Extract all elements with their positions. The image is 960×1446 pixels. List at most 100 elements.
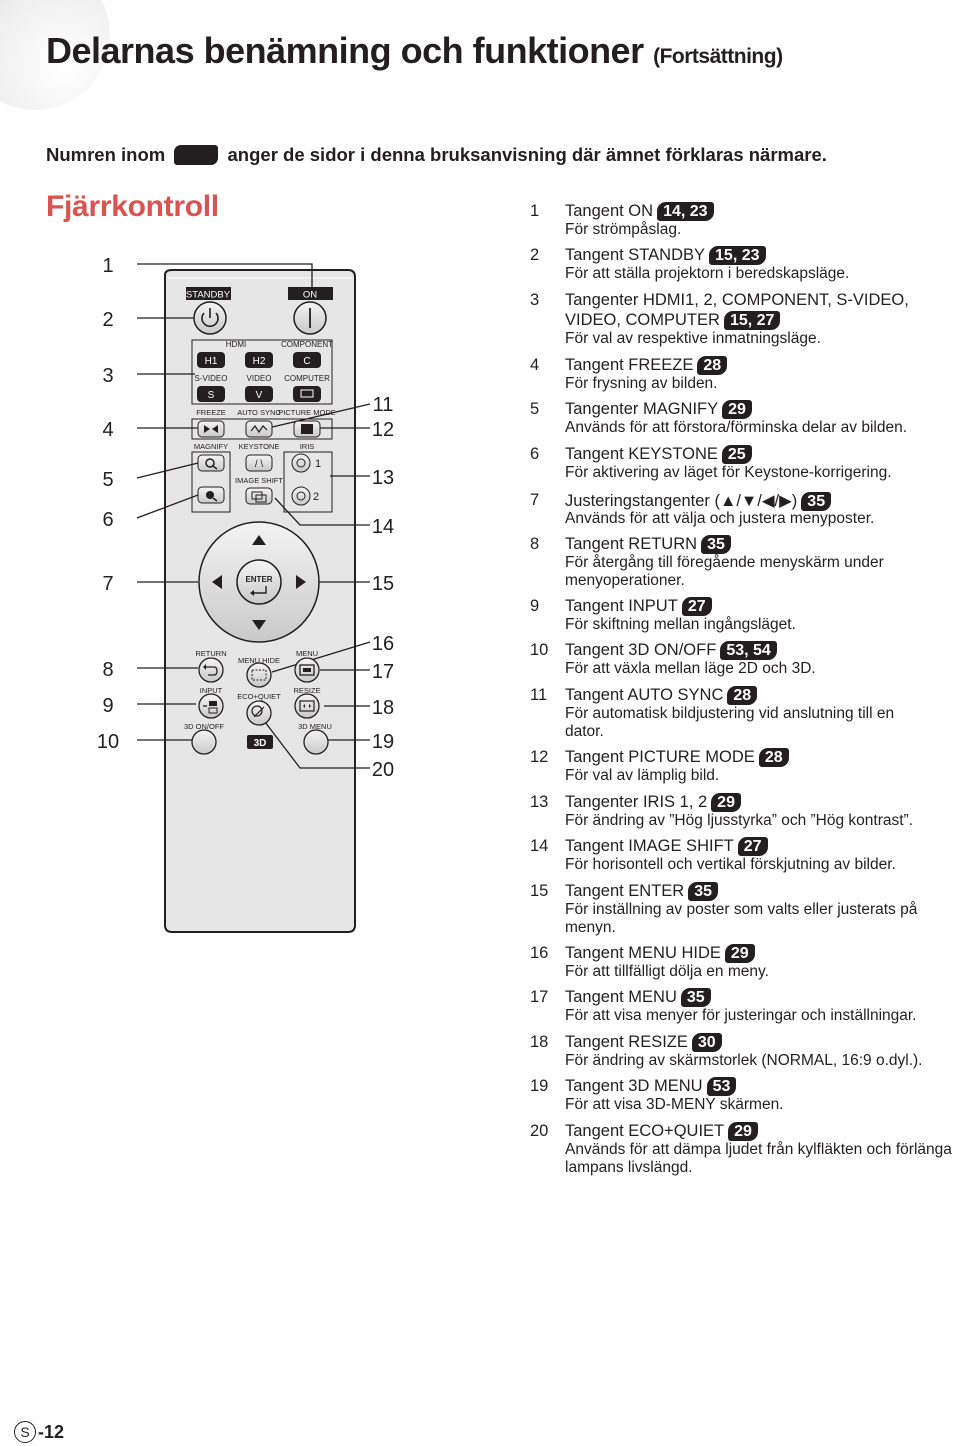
video-button[interactable]: V bbox=[245, 386, 273, 402]
callout-11: 11 bbox=[373, 394, 394, 416]
freeze-button[interactable] bbox=[197, 420, 225, 438]
legend-description: För ändring av skärmstorlek (NORMAL, 16:… bbox=[565, 1052, 923, 1069]
imageshift-button[interactable] bbox=[245, 487, 273, 505]
3dmenu-button[interactable] bbox=[303, 729, 329, 755]
page-ref-badge: 29 bbox=[722, 400, 752, 419]
legend-description: För horisontell och vertikal förskjutnin… bbox=[565, 856, 896, 873]
page-ref-badge: 35 bbox=[680, 988, 711, 1007]
menuhide-label: MENU HIDE bbox=[238, 656, 280, 665]
ecoquiet-button[interactable] bbox=[246, 700, 272, 726]
page-ref-badge: 29 bbox=[711, 793, 741, 812]
menuhide-button[interactable] bbox=[246, 662, 272, 688]
down-arrow-icon[interactable] bbox=[252, 620, 266, 630]
page-ref-badge: 27 bbox=[737, 837, 768, 856]
svg-text:/ \: / \ bbox=[255, 459, 264, 470]
legend-number: 10 bbox=[530, 641, 549, 659]
computer-label: COMPUTER bbox=[284, 374, 330, 383]
legend-description: För frysning av bilden. bbox=[565, 375, 718, 392]
legend-number: 8 bbox=[530, 535, 540, 553]
on-button[interactable] bbox=[293, 301, 327, 335]
page-ref-badge: 28 bbox=[758, 748, 789, 767]
legend-label-text: Tangent INPUT bbox=[565, 597, 678, 615]
language-circle-icon: S bbox=[14, 1421, 36, 1443]
callout-5: 5 bbox=[102, 469, 113, 491]
resize-button[interactable] bbox=[294, 693, 320, 719]
input-button[interactable] bbox=[198, 693, 224, 719]
return-label: RETURN bbox=[195, 649, 226, 658]
svideo-text: S bbox=[208, 390, 215, 401]
legend-label-text: Tangent 3D ON/OFF bbox=[565, 641, 717, 659]
legend-number: 1 bbox=[530, 202, 540, 220]
callout-9: 9 bbox=[102, 695, 113, 717]
hdmi1-button[interactable]: H1 bbox=[197, 352, 225, 368]
legend-description: För strömpåslag. bbox=[565, 221, 682, 238]
legend-description: dator. bbox=[565, 722, 604, 740]
legend-label-text: Tangent MENU bbox=[565, 988, 677, 1006]
legend-label-text: Tangent ENTER bbox=[565, 882, 685, 900]
computer-button[interactable] bbox=[293, 386, 321, 402]
svideo-button[interactable]: S bbox=[197, 386, 225, 402]
menu-button[interactable] bbox=[294, 657, 320, 683]
legend-number: 17 bbox=[530, 988, 549, 1006]
up-arrow-icon[interactable] bbox=[252, 535, 266, 545]
page-ref-badge: 35 bbox=[801, 492, 832, 511]
intro-before: Numren inom bbox=[46, 144, 166, 165]
picturemode-label: PICTURE MODE bbox=[278, 408, 336, 417]
legend-description: För skiftning mellan ingångsläget. bbox=[565, 616, 796, 633]
video-label: VIDEO bbox=[247, 374, 272, 383]
hdmi-label: HDMI bbox=[226, 340, 246, 349]
return-button[interactable] bbox=[198, 657, 224, 683]
callout-15: 15 bbox=[372, 573, 394, 595]
3dmenu-label: 3D MENU bbox=[298, 722, 332, 731]
legend-number: 6 bbox=[530, 445, 540, 463]
ecoquiet-label: ECO+QUIET bbox=[237, 692, 281, 701]
title-subtitle: (Fortsättning) bbox=[653, 45, 783, 68]
legend-label-text: Tangent FREEZE bbox=[565, 356, 694, 374]
page-ref-badge-example bbox=[174, 145, 219, 165]
keystone-button[interactable]: / \ bbox=[245, 454, 273, 472]
legend-description: För val av respektive inmatningsläge. bbox=[565, 330, 821, 347]
legend-number: 18 bbox=[530, 1033, 549, 1051]
legend-label-text: Tangenter MAGNIFY bbox=[565, 400, 719, 418]
magnify-minus-button[interactable] bbox=[197, 486, 225, 504]
picturemode-button[interactable] bbox=[293, 420, 321, 438]
left-arrow-icon[interactable] bbox=[212, 575, 222, 589]
legend-description: För att tillfälligt dölja en meny. bbox=[565, 963, 769, 980]
keystone-label: KEYSTONE bbox=[239, 442, 280, 451]
standby-button[interactable] bbox=[193, 301, 227, 335]
callout-4: 4 bbox=[102, 419, 113, 441]
legend-description: menyn. bbox=[565, 918, 616, 936]
3donoff-button[interactable] bbox=[191, 729, 217, 755]
page-ref-badge: 29 bbox=[724, 944, 755, 963]
page-footer: S -12 bbox=[14, 1421, 64, 1443]
right-arrow-icon[interactable] bbox=[296, 575, 306, 589]
autosync-button[interactable] bbox=[245, 420, 273, 438]
legend-label-text: Justeringstangenter (▲/▼/◀/▶) bbox=[565, 492, 798, 510]
page-ref-badge: 28 bbox=[727, 686, 758, 705]
legend-number: 11 bbox=[530, 686, 548, 704]
page-ref-badge: 35 bbox=[701, 535, 731, 554]
page-ref-badge: 15, 23 bbox=[709, 246, 766, 265]
legend-number: 14 bbox=[530, 837, 549, 855]
page-ref-badge: 53, 54 bbox=[720, 641, 777, 660]
legend-number: 9 bbox=[530, 597, 540, 615]
enter-button[interactable]: ENTER bbox=[236, 559, 282, 605]
component-button[interactable]: C bbox=[293, 352, 321, 368]
legend-number: 15 bbox=[530, 882, 549, 900]
iris2-button[interactable]: 2 bbox=[291, 486, 319, 506]
hdmi2-button[interactable]: H2 bbox=[245, 352, 273, 368]
iris1-button[interactable]: 1 bbox=[291, 453, 321, 473]
callout-8: 8 bbox=[102, 659, 113, 681]
magnify-plus-button[interactable] bbox=[197, 454, 225, 472]
iris1-text: 1 bbox=[315, 458, 321, 470]
